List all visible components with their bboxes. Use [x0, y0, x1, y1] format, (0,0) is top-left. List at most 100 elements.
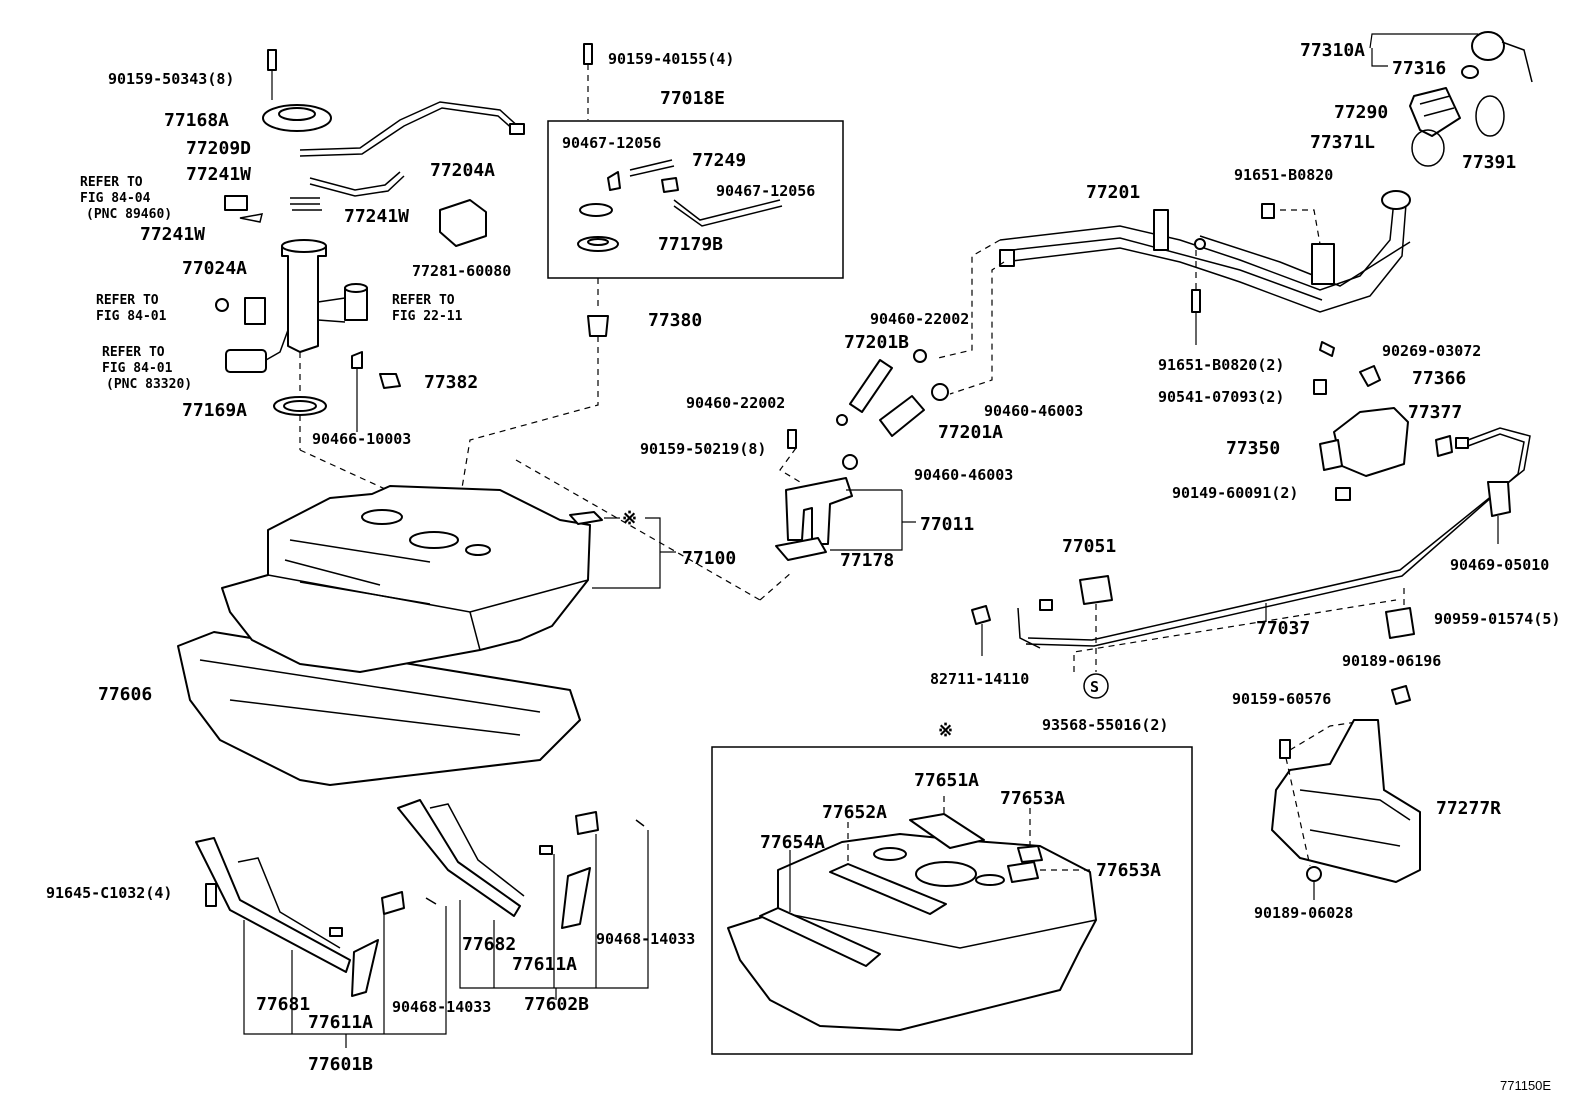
label-77606: 77606 — [98, 684, 152, 705]
label-90159-50219: 90159-50219(8) — [640, 440, 766, 458]
clip-90189-06028 — [1306, 866, 1322, 882]
pad-77654A — [759, 907, 881, 967]
band-77682 — [397, 799, 521, 917]
bracket-77611A-a — [351, 939, 379, 997]
label-77682: 77682 — [462, 934, 516, 955]
label-77290: 77290 — [1334, 102, 1388, 123]
label-90460-22002-b: 90460-22002 — [686, 394, 785, 412]
label-77654A: 77654A — [760, 832, 825, 853]
bolt-90159-60576 — [1279, 739, 1291, 759]
bolt-90159-50219 — [787, 429, 797, 449]
pad-77651A — [909, 813, 985, 849]
ref-2-line-2: FIG 84-01 — [96, 309, 167, 324]
label-93568-55016: 93568-55016(2) — [1042, 716, 1168, 734]
label-90460-46003-a: 90460-46003 — [984, 402, 1083, 420]
pad-77652A — [829, 863, 947, 915]
clamp-90959-01574 — [1385, 607, 1415, 639]
fuel-pump-bracket-77024A — [281, 245, 327, 353]
label-77377: 77377 — [1408, 402, 1462, 423]
label-77380: 77380 — [648, 310, 702, 331]
label-90467-12056-b: 90467-12056 — [716, 182, 815, 200]
s-mark-circle — [1083, 673, 1109, 699]
ref-1-line-1: REFER TO — [80, 175, 143, 190]
ref-2-line-1: REFER TO — [96, 293, 159, 308]
ref-1-line-3: (PNC 89460) — [86, 207, 172, 222]
note-mark-kit: ※ — [938, 720, 953, 741]
kit-box-77018E — [547, 120, 844, 279]
label-77241W-b: 77241W — [344, 206, 409, 227]
bracket-77281-60080 — [439, 199, 487, 247]
label-77241W-a: 77241W — [186, 164, 251, 185]
label-77371L: 77371L — [1310, 132, 1375, 153]
label-77201A: 77201A — [938, 422, 1003, 443]
label-91651-B0820-b: 91651-B0820(2) — [1158, 356, 1284, 374]
label-77249: 77249 — [692, 150, 746, 171]
label-77611A-a: 77611A — [308, 1012, 373, 1033]
label-77681: 77681 — [256, 994, 310, 1015]
label-77653A-b: 77653A — [1096, 860, 1161, 881]
label-77204A: 77204A — [430, 160, 495, 181]
hose-77201B — [849, 359, 893, 413]
ref-4-line-1: REFER TO — [102, 345, 165, 360]
label-82711-14110: 82711-14110 — [930, 670, 1029, 688]
protector-77277R-group — [1271, 685, 1421, 900]
bolt-91651-B0820-a — [1261, 203, 1275, 219]
label-90149-60091: 90149-60091(2) — [1172, 484, 1298, 502]
bolt-90159-40155 — [583, 43, 593, 65]
vent-tube-77209D — [299, 101, 521, 151]
label-91645-C1032: 91645-C1032(4) — [46, 884, 172, 902]
label-90467-12056-a: 90467-12056 — [562, 134, 661, 152]
label-77611A-b: 77611A — [512, 954, 577, 975]
clamp-90469-05010 — [1487, 481, 1511, 517]
label-90189-06196: 90189-06196 — [1342, 652, 1441, 670]
boot-77290 — [1409, 87, 1461, 137]
lid-cable-group: S — [971, 575, 1415, 699]
ref-3-line-2: FIG 22-11 — [392, 309, 463, 324]
label-77100: 77100 — [682, 548, 736, 569]
label-77316: 77316 — [1392, 58, 1446, 79]
label-77051: 77051 — [1062, 536, 1116, 557]
tank-outline-kit — [727, 833, 1097, 1031]
fuel-tank-77100: ※ — [177, 459, 761, 786]
ref-4-line-2: FIG 84-01 — [102, 361, 173, 376]
label-90159-60576: 90159-60576 — [1232, 690, 1331, 708]
spring-77366 — [1359, 365, 1381, 387]
bolt-91645-C1032 — [205, 883, 217, 907]
ref-3-line-1: REFER TO — [392, 293, 455, 308]
filter-77382 — [379, 373, 401, 389]
clip-77051 — [1079, 575, 1113, 605]
label-77241W-c: 77241W — [140, 224, 205, 245]
filler-neck-77011 — [785, 477, 853, 545]
label-77209D: 77209D — [186, 138, 251, 159]
label-90959-01574: 90959-01574(5) — [1434, 610, 1560, 628]
label-77366: 77366 — [1412, 368, 1466, 389]
label-77601B: 77601B — [308, 1054, 373, 1075]
note-mark-tank: ※ — [622, 508, 637, 529]
label-91651-B0820-a: 91651-B0820 — [1234, 166, 1333, 184]
label-77201: 77201 — [1086, 182, 1140, 203]
label-77169A: 77169A — [182, 400, 247, 421]
fuel-lid-77350 — [1333, 407, 1409, 477]
label-77651A: 77651A — [914, 770, 979, 791]
labels-group: 90159-50343(8) 77168A 77209D 77241W 7720… — [46, 40, 1560, 1093]
label-90468-14033-b: 90468-14033 — [596, 930, 695, 948]
fuel-pump-assembly-group — [215, 49, 525, 506]
hose-77249 — [629, 159, 675, 177]
label-77653A-a: 77653A — [1000, 788, 1065, 809]
label-90460-46003-b: 90460-46003 — [914, 466, 1013, 484]
filler-inlet — [1381, 190, 1411, 210]
pad-kit-box — [711, 746, 1193, 1055]
filler-pipe-77201 — [999, 199, 1395, 291]
label-77652A: 77652A — [822, 802, 887, 823]
label-90159-50343: 90159-50343(8) — [108, 70, 234, 88]
protector-77277R — [1271, 719, 1421, 883]
label-77168A: 77168A — [164, 110, 229, 131]
tank-bands-group — [195, 799, 649, 1048]
label-77018E: 77018E — [660, 88, 725, 109]
label-90469-05010: 90469-05010 — [1450, 556, 1549, 574]
label-90466-10003: 90466-10003 — [312, 430, 411, 448]
label-77350: 77350 — [1226, 438, 1280, 459]
label-77281-60080: 77281-60080 — [412, 262, 511, 280]
fuel-cap-77310A — [1471, 31, 1505, 61]
